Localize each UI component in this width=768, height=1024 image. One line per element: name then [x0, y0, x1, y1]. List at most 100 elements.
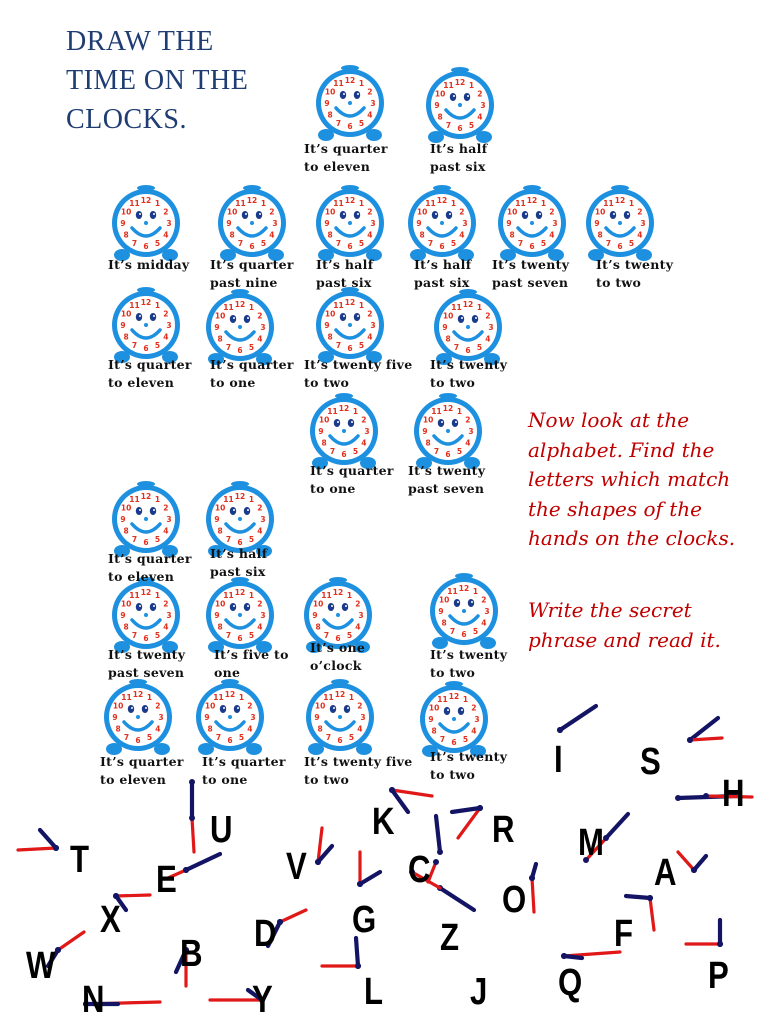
- clock-caption: It’s twenty past seven: [492, 257, 570, 290]
- letter-tile[interactable]: F: [614, 913, 634, 955]
- svg-text:6: 6: [237, 634, 242, 643]
- svg-text:4: 4: [361, 439, 366, 448]
- svg-text:12: 12: [235, 300, 245, 309]
- svg-text:8: 8: [123, 333, 128, 342]
- svg-text:9: 9: [324, 99, 329, 108]
- hour-hand-shape: [37, 827, 59, 851]
- svg-text:12: 12: [615, 196, 625, 205]
- svg-text:1: 1: [249, 591, 254, 600]
- letter-tile[interactable]: B: [180, 933, 203, 975]
- letter-tile[interactable]: O: [502, 879, 527, 921]
- letter-tile[interactable]: X: [100, 899, 121, 941]
- svg-text:12: 12: [141, 196, 151, 205]
- hour-hand-shape: [691, 853, 709, 873]
- svg-text:1: 1: [359, 199, 364, 208]
- minute-hand-shape: [114, 893, 152, 898]
- svg-text:2: 2: [163, 310, 168, 319]
- letter-tile[interactable]: W: [26, 945, 56, 987]
- svg-text:10: 10: [121, 504, 131, 513]
- svg-text:7: 7: [226, 343, 231, 352]
- svg-text:3: 3: [260, 515, 265, 524]
- svg-text:12: 12: [455, 78, 465, 87]
- letter-tile[interactable]: I: [554, 739, 563, 781]
- minute-hand-shape: [676, 850, 696, 872]
- svg-text:12: 12: [235, 588, 245, 597]
- svg-text:7: 7: [216, 733, 221, 742]
- letter-tile[interactable]: C: [408, 849, 431, 891]
- letter-tile[interactable]: P: [708, 955, 729, 997]
- clock-caption: It’s quarter to eleven: [108, 357, 192, 390]
- svg-text:6: 6: [143, 538, 148, 547]
- clock-caption: It’s quarter past nine: [210, 257, 294, 290]
- letter-tile[interactable]: S: [640, 741, 661, 783]
- letter-tile[interactable]: U: [210, 809, 233, 851]
- letter-tile[interactable]: A: [654, 852, 677, 894]
- svg-text:10: 10: [121, 310, 131, 319]
- svg-text:11: 11: [603, 199, 613, 208]
- letter-tile[interactable]: Y: [252, 979, 273, 1021]
- letter-tile[interactable]: E: [156, 859, 177, 901]
- svg-text:12: 12: [141, 492, 151, 501]
- clock-caption: It’s quarter to eleven: [100, 754, 184, 787]
- svg-text:5: 5: [353, 447, 358, 456]
- svg-text:9: 9: [312, 611, 317, 620]
- svg-text:10: 10: [319, 416, 329, 425]
- letter-tile[interactable]: H: [722, 773, 745, 815]
- svg-text:2: 2: [247, 702, 252, 711]
- letter-tile[interactable]: R: [492, 809, 515, 851]
- hand-pivot-dot: [183, 867, 189, 873]
- svg-text:12: 12: [437, 196, 447, 205]
- hand-pivot-dot: [557, 727, 563, 733]
- letter-tile[interactable]: G: [352, 899, 377, 941]
- letter-tile[interactable]: Z: [440, 917, 460, 959]
- letter-tile[interactable]: D: [254, 913, 277, 955]
- letter-tile[interactable]: K: [372, 801, 395, 843]
- letter-tile[interactable]: V: [286, 846, 307, 888]
- letter-tile[interactable]: Q: [558, 962, 583, 1004]
- letter-tile[interactable]: L: [364, 971, 384, 1013]
- letter-tile[interactable]: J: [470, 971, 488, 1013]
- svg-text:10: 10: [435, 90, 445, 99]
- letter-tile[interactable]: T: [70, 839, 90, 881]
- svg-text:4: 4: [163, 333, 168, 342]
- svg-text:11: 11: [447, 587, 457, 596]
- svg-text:2: 2: [459, 208, 464, 217]
- svg-text:10: 10: [315, 702, 325, 711]
- svg-text:12: 12: [443, 404, 453, 413]
- svg-text:7: 7: [446, 121, 451, 130]
- letter-tile[interactable]: M: [578, 822, 604, 864]
- svg-text:9: 9: [324, 321, 329, 330]
- svg-text:8: 8: [327, 111, 332, 120]
- svg-text:6: 6: [457, 124, 462, 133]
- letter-tile[interactable]: N: [82, 979, 105, 1021]
- svg-text:6: 6: [143, 242, 148, 251]
- svg-text:2: 2: [549, 208, 554, 217]
- svg-text:9: 9: [112, 713, 117, 722]
- clock-caption: It’s twenty to two: [430, 357, 508, 390]
